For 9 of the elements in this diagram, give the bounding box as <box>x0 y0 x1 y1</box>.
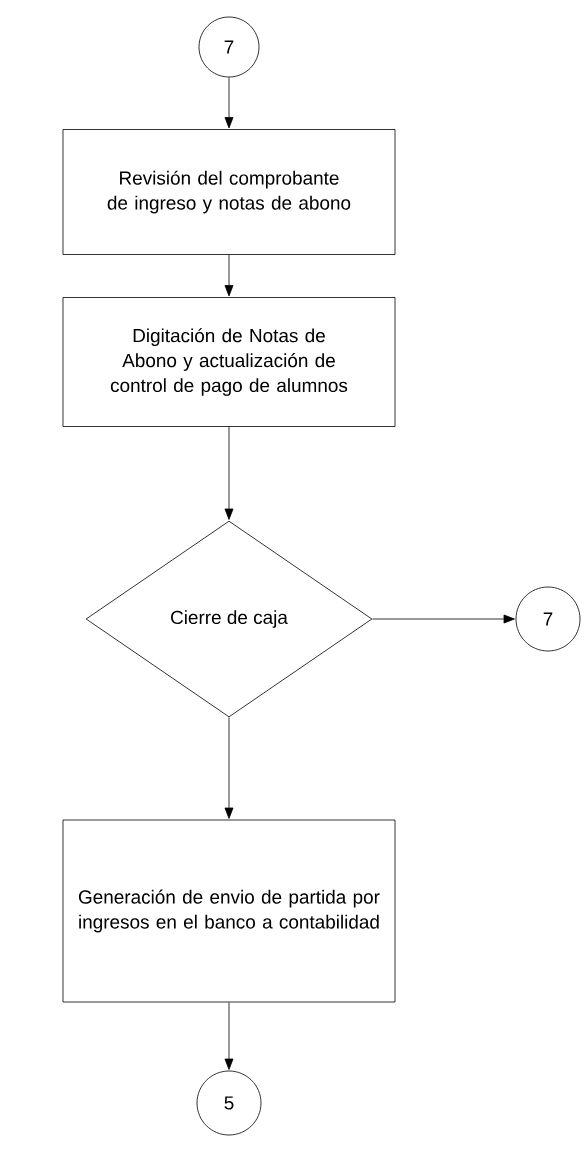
arrow <box>224 77 234 129</box>
process-box: Revisión del comprobante de ingreso y notas de abono <box>62 129 396 255</box>
process-box: Digitación de Notas de Abono y actualización de control de pago de alumnos <box>62 297 396 427</box>
arrow <box>224 426 234 520</box>
arrow <box>224 1002 234 1070</box>
arrow <box>224 254 234 297</box>
arrow <box>224 717 234 819</box>
arrow <box>372 614 515 624</box>
process-box: Generación de envio de partida por ingresos en el banco a contabilidad <box>62 819 396 1003</box>
